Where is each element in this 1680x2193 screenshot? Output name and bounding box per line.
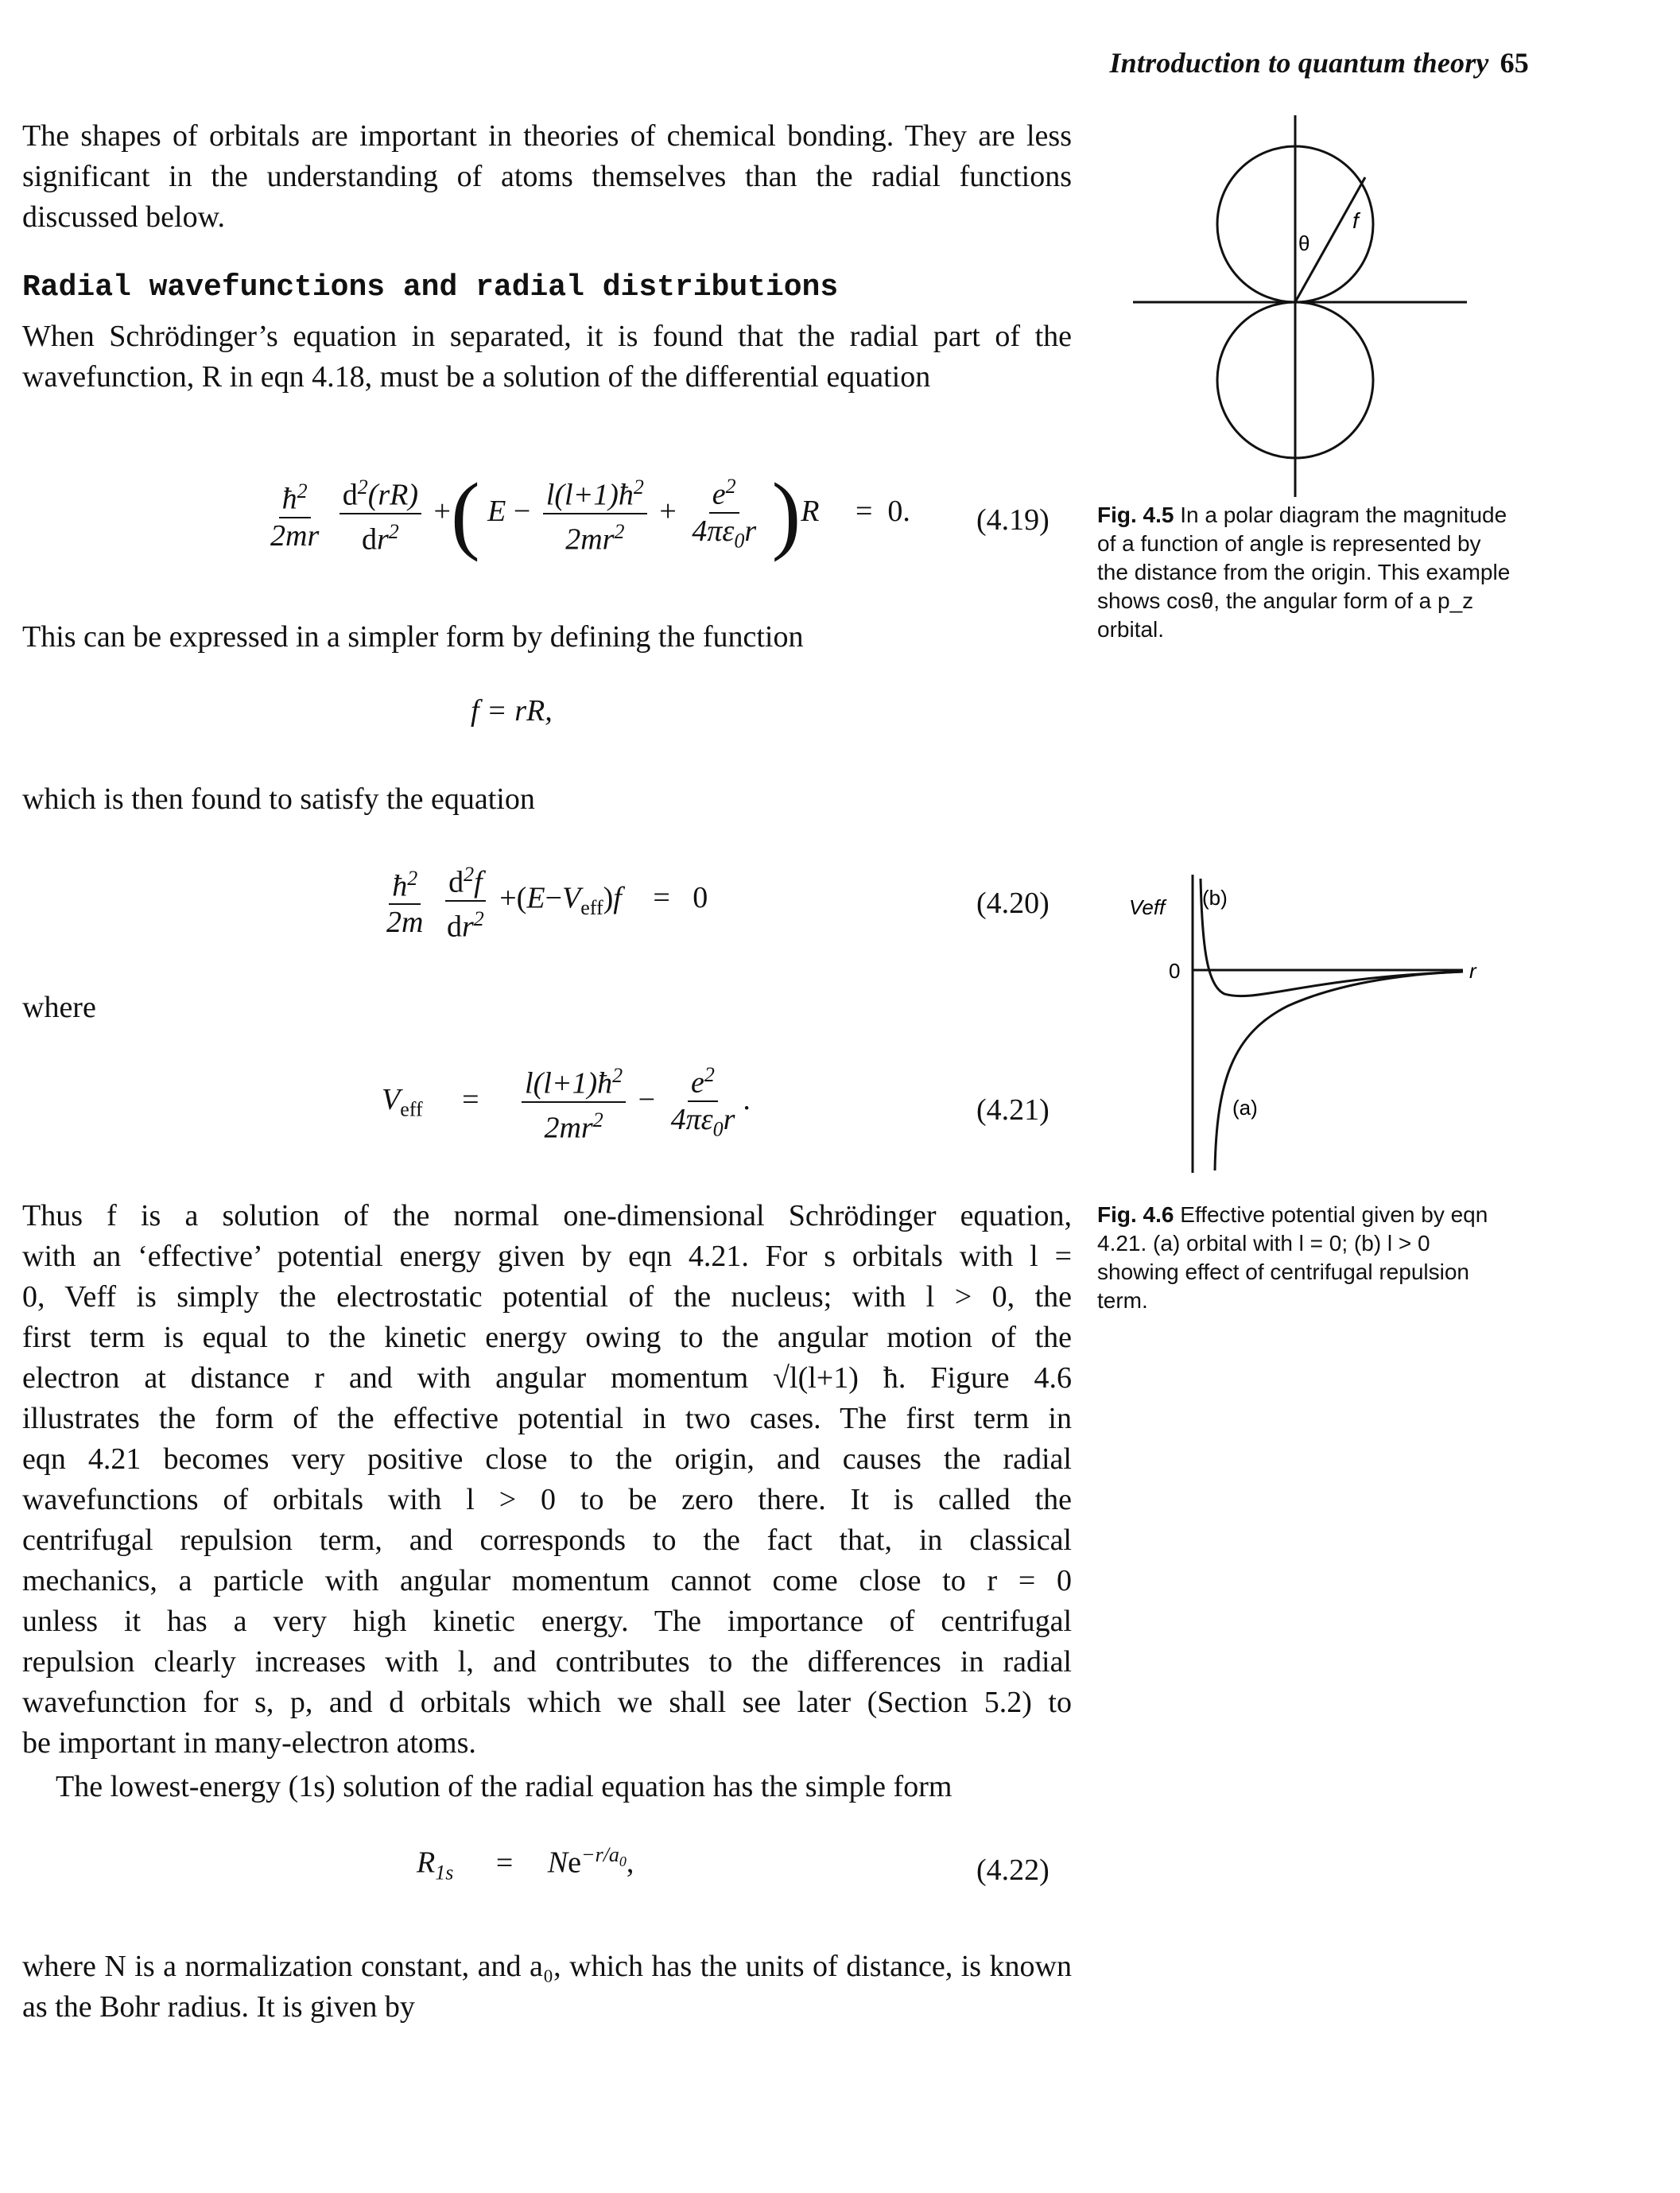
- header-title: Introduction to quantum theory: [1109, 47, 1489, 79]
- figure-4-6-label: Fig. 4.6: [1097, 1202, 1174, 1227]
- curve-a: [1213, 970, 1464, 1171]
- paragraph-line: mechanics, a particle with angular momen…: [22, 1564, 1072, 1597]
- word-where: where: [22, 991, 96, 1024]
- equation-f-rR: f = rR,: [471, 694, 553, 728]
- figure-4-5-label: Fig. 4.5: [1097, 503, 1174, 527]
- paragraph-line: unless it has a very high kinetic energy…: [22, 1605, 1072, 1638]
- paragraph-line: illustrates the form of the effective po…: [22, 1402, 1072, 1435]
- paragraph-line: centrifugal repulsion term, and correspo…: [22, 1523, 1072, 1557]
- equation-number-4-22: (4.22): [976, 1853, 1050, 1887]
- paragraph-lowest: The lowest-energy (1s) solution of the r…: [56, 1770, 953, 1803]
- paragraph-line: wavefunctions of orbitals with l > 0 to …: [22, 1483, 1072, 1516]
- paragraph-line: electron at distance r and with angular …: [22, 1361, 1072, 1395]
- paragraph-line: Thus f is a solution of the normal one-d…: [22, 1199, 1072, 1232]
- paragraph-line: 0, Veff is simply the electrostatic pote…: [22, 1280, 1072, 1314]
- page-number: 65: [1500, 47, 1529, 79]
- zero-label: 0: [1169, 959, 1180, 983]
- figure-4-6-caption: Fig. 4.6 Effective potential given by eq…: [1097, 1201, 1511, 1315]
- figure-4-6-text: Effective potential given by eqn 4.21. (…: [1097, 1202, 1488, 1313]
- figure-4-5-caption: Fig. 4.5 In a polar diagram the magnitud…: [1097, 501, 1511, 644]
- f-label: f: [1352, 208, 1361, 233]
- paragraph-line: with an ‘effective’ potential energy giv…: [22, 1240, 1072, 1273]
- r-label: r: [1469, 959, 1477, 983]
- paragraph-line: be important in many-electron atoms.: [22, 1726, 476, 1760]
- curve-a-label: (a): [1232, 1096, 1258, 1120]
- paragraph-thus: Thus f is a solution of the normal one-d…: [22, 1196, 1072, 1764]
- paragraph-line: first term is equal to the kinetic energ…: [22, 1321, 1072, 1354]
- curve-b: [1199, 878, 1464, 998]
- equation-number-4-21: (4.21): [976, 1093, 1050, 1127]
- equation-number-4-20: (4.20): [976, 887, 1050, 920]
- equation-number-4-19: (4.19): [976, 503, 1050, 537]
- theta-label: θ: [1298, 231, 1309, 255]
- paragraph-satisfy: which is then found to satisfy the equat…: [22, 782, 535, 816]
- intro-paragraph: The shapes of orbitals are important in …: [22, 119, 1072, 234]
- radius-vector: [1294, 177, 1367, 303]
- paragraph-line: repulsion clearly increases with l, and …: [22, 1645, 1072, 1679]
- paragraph-line: eqn 4.21 becomes very positive close to …: [22, 1442, 1072, 1476]
- curve-b-label: (b): [1202, 886, 1228, 910]
- running-header: Introduction to quantum theory 65: [1109, 46, 1529, 80]
- figure-4-5-polar-diagram: θ f: [1133, 115, 1467, 497]
- paragraph-schrodinger: When Schrödinger’s equation in separated…: [22, 320, 1072, 394]
- figure-4-5-text: In a polar diagram the magnitude of a fu…: [1097, 503, 1511, 642]
- veff-label: Veff: [1129, 895, 1167, 919]
- paragraph-where-n: where N is a normalization constant, and…: [22, 1950, 1072, 2024]
- section-heading: Radial wavefunctions and radial distribu…: [22, 270, 839, 305]
- equation-4-22: R1s = Ne−r/a0,: [417, 1843, 634, 1884]
- figure-4-6-effective-potential: Veff 0 r (b) (a): [1129, 875, 1477, 1173]
- paragraph-simpler: This can be expressed in a simpler form …: [22, 620, 804, 654]
- paragraph-line: wavefunction for s, p, and d orbitals wh…: [22, 1686, 1072, 1719]
